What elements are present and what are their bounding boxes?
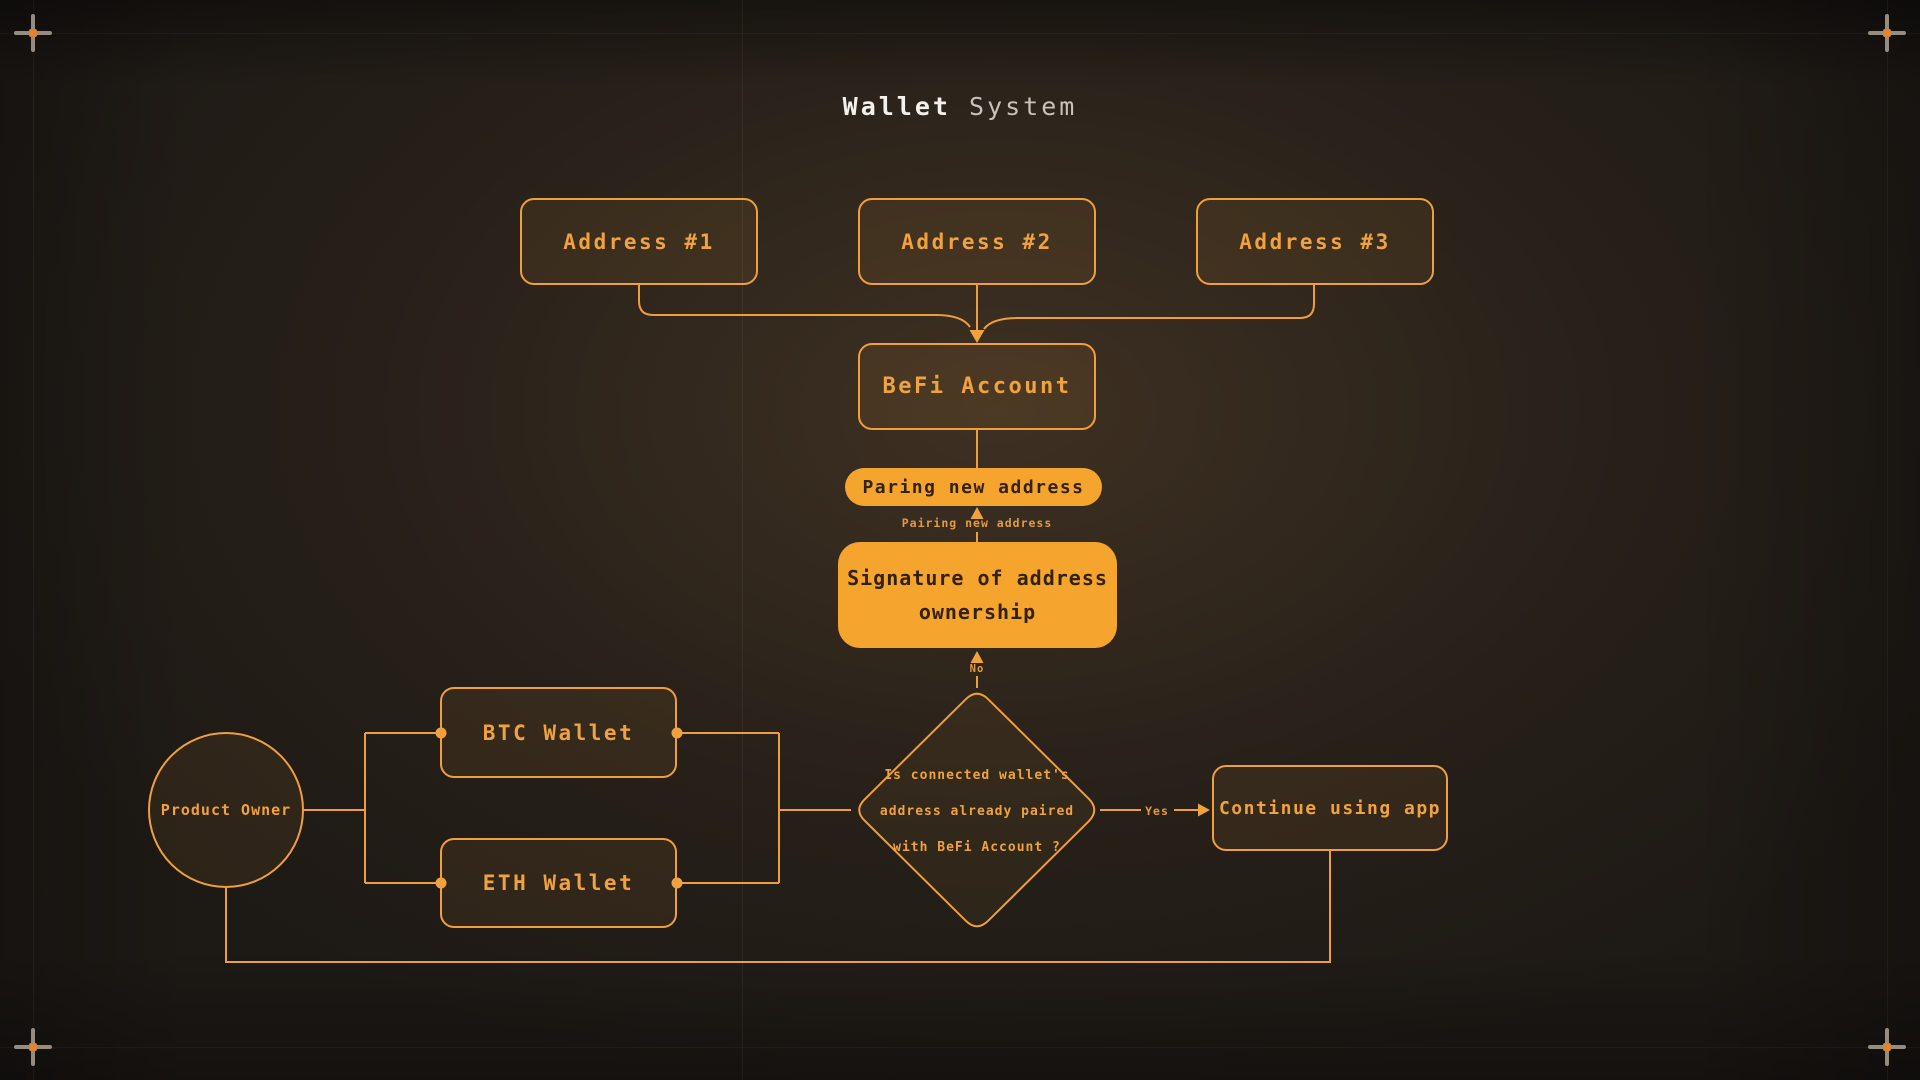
node-continue-app-label: Continue using app xyxy=(1218,797,1442,819)
connector-feedback-loop xyxy=(225,851,1331,963)
node-eth-wallet[interactable]: ETH Wallet xyxy=(440,838,677,928)
node-signature-line1: Signature of address xyxy=(847,566,1108,590)
decision-diamond[interactable] xyxy=(858,692,1096,928)
node-btc-wallet-label: BTC Wallet xyxy=(482,720,635,745)
canvas-corner-marker xyxy=(1868,14,1906,52)
node-address-1[interactable]: Address #1 xyxy=(520,198,758,285)
guide-line-horizontal-top xyxy=(0,33,1920,34)
node-product-owner[interactable]: Product Owner xyxy=(148,732,304,888)
node-decision-line1: Is connected wallet's xyxy=(884,768,1070,783)
page-title-bold: Wallet xyxy=(842,92,951,121)
arrowhead-into-continue xyxy=(1198,803,1210,817)
guide-line-vertical-left xyxy=(33,0,34,1080)
canvas-corner-marker xyxy=(14,1028,52,1066)
node-address-3-label: Address #3 xyxy=(1239,229,1391,254)
node-btc-wallet[interactable]: BTC Wallet xyxy=(440,687,677,778)
guide-line-vertical-mid xyxy=(742,0,743,1080)
arrowhead-into-signature xyxy=(970,651,984,663)
connector-address1-merge xyxy=(638,285,971,328)
node-address-3[interactable]: Address #3 xyxy=(1196,198,1434,285)
node-product-owner-label: Product Owner xyxy=(160,801,292,819)
node-befi-account-label: BeFi Account xyxy=(882,374,1072,399)
connector-owner-bracket xyxy=(303,732,437,884)
node-signature[interactable]: Signature of address ownership xyxy=(838,542,1117,648)
node-decision-text: Is connected wallet's address already pa… xyxy=(843,758,1111,866)
node-signature-line2: ownership xyxy=(918,600,1037,624)
guide-line-vertical-right xyxy=(1887,0,1888,1080)
page-title: Wallet System xyxy=(0,92,1920,121)
node-continue-app[interactable]: Continue using app xyxy=(1212,765,1448,851)
edge-label-yes: Yes xyxy=(1145,804,1169,818)
arrowhead-into-befi xyxy=(969,330,985,343)
connection-dot-eth-right xyxy=(671,877,683,889)
node-decision-line3: with BeFi Account ? xyxy=(893,840,1061,855)
edge-label-pairing: Pairing new address xyxy=(901,516,1053,530)
node-address-1-label: Address #1 xyxy=(563,229,715,254)
node-pairing-pill-label: Paring new address xyxy=(862,476,1085,498)
node-eth-wallet-label: ETH Wallet xyxy=(482,871,635,895)
canvas-corner-marker xyxy=(1868,1028,1906,1066)
node-decision-line2: address already paired xyxy=(879,804,1075,819)
guide-line-horizontal-bottom xyxy=(0,1047,1920,1048)
node-address-2[interactable]: Address #2 xyxy=(858,198,1096,285)
arrowhead-into-pill xyxy=(970,507,984,519)
connector-address3-merge xyxy=(983,285,1315,330)
page-title-regular: System xyxy=(950,92,1078,121)
node-befi-account[interactable]: BeFi Account xyxy=(858,343,1096,430)
connection-dot-btc-right xyxy=(671,727,683,739)
node-address-2-label: Address #2 xyxy=(901,229,1053,254)
connector-wallets-bracket xyxy=(681,732,851,884)
canvas-corner-marker xyxy=(14,14,52,52)
node-pairing-pill[interactable]: Paring new address xyxy=(845,468,1102,506)
edge-label-no: No xyxy=(969,663,985,675)
